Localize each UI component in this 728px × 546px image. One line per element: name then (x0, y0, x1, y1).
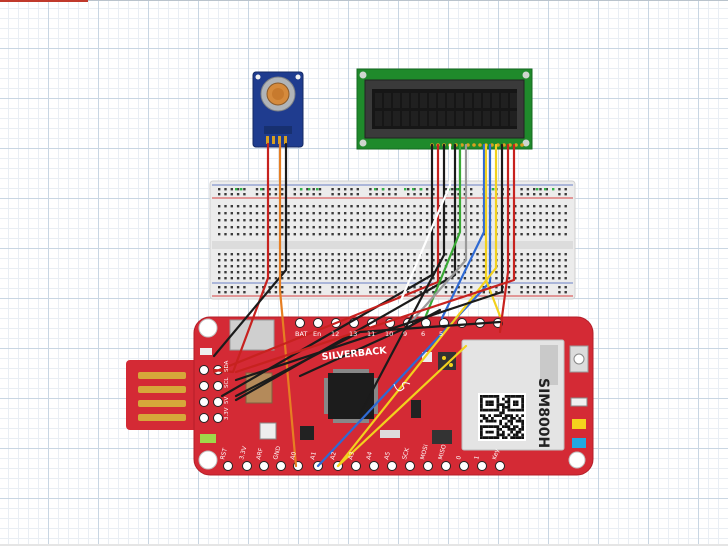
pin-label-bottom-14: 1 (473, 455, 481, 461)
lcd-character-cells (375, 93, 517, 126)
pin-label-bottom-0: RST (219, 447, 229, 460)
pin-label-6: 9 (403, 330, 407, 338)
wire-lcd-d5 (440, 143, 486, 320)
wire-lcd-en (423, 143, 462, 320)
breadboard[interactable] (209, 180, 576, 300)
wires (212, 142, 516, 468)
pin-label-bottom-8: A4 (365, 451, 374, 461)
pin-label-2: 12 (331, 330, 339, 338)
lcd-16x2-module[interactable] (356, 68, 533, 150)
pin-label-5: 10 (385, 330, 393, 338)
wire-gray-x (298, 308, 442, 378)
pin-label-1: En (313, 330, 321, 338)
wire-lcd-vss (220, 143, 434, 398)
wire-lcd-a (484, 143, 502, 318)
window-accent-tab (0, 0, 88, 2)
pin-label-7: 6 (421, 330, 425, 338)
top-border (88, 0, 728, 1)
wire-sensor-ao (278, 142, 298, 468)
sim-module-label: SIM800H (535, 378, 551, 448)
pin-label-bottom-9: A5 (383, 451, 392, 461)
board-bottom-pin-labels: RST 3.3V ARF GND A0 A1 A2 A3 A4 A5 SCK MOSI MISO 0 1 Ke… (219, 443, 501, 460)
wire-lcd-b2 (234, 143, 516, 374)
silverback-board[interactable] (126, 316, 594, 476)
pin-label-bottom-5: A1 (309, 451, 318, 461)
wire-black-x (234, 320, 502, 398)
pin-label-3: 13 (349, 330, 357, 338)
pin-label-left-0: SDA (224, 360, 230, 372)
pin-label-bottom-4: A0 (289, 451, 298, 461)
wire-lcd-d4 (409, 143, 468, 324)
pin-label-left-1: SCL (224, 377, 230, 388)
pin-label-left-3: 3.3V (224, 407, 230, 420)
pin-label-0: BAT (295, 330, 307, 338)
wire-lcd-vdd (212, 143, 440, 374)
antenna-icon (393, 382, 411, 392)
wire-yellow-x (336, 344, 468, 468)
board-top-pin-labels: BAT En 12 13 11 10 9 6 5 (295, 330, 443, 338)
pin-label-bottom-11: MOSI (419, 444, 430, 461)
pin-label-bottom-1: 3.3V (238, 445, 249, 461)
pin-label-bottom-10: SCK (401, 446, 411, 460)
pin-label-bottom-2: ARF (255, 447, 265, 461)
gas-sensor-module[interactable] (252, 71, 304, 148)
bottom-scrollbar[interactable] (0, 544, 728, 546)
wire-lcd-d6 (316, 143, 492, 468)
pin-label-8: 5 (439, 330, 443, 338)
pin-label-bottom-7: A3 (347, 451, 356, 461)
pin-label-left-2: 5V (224, 397, 230, 404)
wire-sensor-vcc (212, 142, 270, 374)
pin-label-bottom-3: GND (272, 445, 282, 460)
wire-lcd-d7 (336, 143, 498, 468)
wire-sensor-gnd (212, 142, 288, 358)
pin-label-bottom-12: MISO (437, 443, 448, 460)
pin-label-bottom-13: 0 (455, 455, 463, 461)
wire-lcd-v0 (358, 143, 446, 416)
pin-label-bottom-6: A2 (329, 451, 338, 461)
wire-lcd-b1 (498, 143, 510, 334)
pin-label-4: 11 (367, 330, 375, 338)
board-left-pin-labels: SDA SCL 5V 3.3V (224, 360, 230, 420)
pin-label-bottom-15: Key (491, 448, 501, 461)
wire-lcd-rs (394, 143, 452, 314)
qr-code-icon (478, 393, 526, 441)
